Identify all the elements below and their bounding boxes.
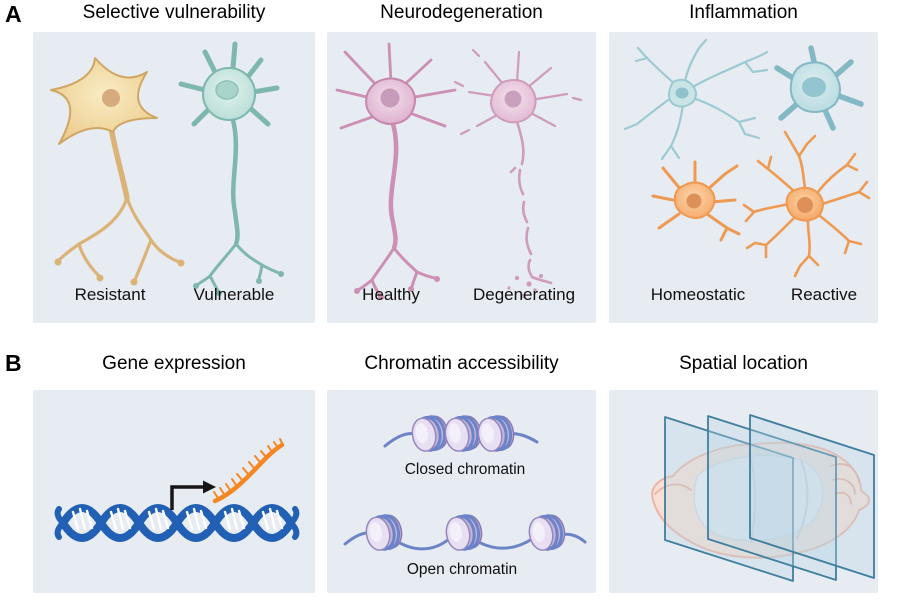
degenerating-neuron-icon <box>453 48 583 299</box>
label-degenerating: Degenerating <box>472 285 576 304</box>
panel-spatial-location <box>609 390 878 593</box>
healthy-neuron-icon <box>335 42 457 300</box>
open-chromatin-icon <box>343 511 587 554</box>
label-homeostatic: Homeostatic <box>650 285 746 304</box>
gene-expression-illustration <box>54 438 300 542</box>
section-a-letter: A <box>5 1 22 27</box>
panel-gene-expression <box>33 390 315 593</box>
title-selective-vulnerability: Selective vulnerability <box>82 2 266 23</box>
neurodegeneration-illustration <box>335 42 583 300</box>
reactive-cell-teal-icon <box>774 45 864 131</box>
selective-vulnerability-illustration <box>50 41 284 296</box>
resistant-neuron-icon <box>50 57 185 286</box>
closed-chromatin-icon <box>383 412 539 455</box>
title-neurodegeneration: Neurodegeneration <box>380 2 543 23</box>
reactive-microglia-orange-icon <box>742 130 871 278</box>
label-open-chromatin: Open chromatin <box>406 561 518 578</box>
vulnerable-neuron-icon <box>178 41 284 296</box>
transcription-arrow-icon <box>170 480 216 510</box>
label-healthy: Healthy <box>362 285 420 304</box>
rna-strand-icon <box>212 438 285 504</box>
section-planes-icon <box>664 414 875 582</box>
section-b-letter: B <box>5 350 22 376</box>
panel-neurodegeneration: Healthy Degenerating <box>327 32 596 323</box>
dna-helix-icon <box>54 504 300 542</box>
title-spatial-location: Spatial location <box>679 353 808 374</box>
spatial-location-illustration <box>651 414 875 582</box>
mouse-brain-icon <box>651 441 870 559</box>
label-resistant: Resistant <box>74 285 146 304</box>
label-vulnerable: Vulnerable <box>193 285 275 304</box>
homeostatic-microglia-orange-icon <box>651 160 741 242</box>
title-gene-expression: Gene expression <box>102 353 246 374</box>
inflammation-illustration <box>623 38 871 278</box>
title-inflammation: Inflammation <box>689 2 798 23</box>
label-reactive: Reactive <box>790 285 858 304</box>
panel-selective-vulnerability: Resistant Vulnerable <box>33 32 315 323</box>
panel-inflammation: Homeostatic Reactive <box>609 32 878 323</box>
title-chromatin-accessibility: Chromatin accessibility <box>364 353 559 374</box>
label-closed-chromatin: Closed chromatin <box>404 461 526 478</box>
chromatin-illustration <box>343 412 587 554</box>
panel-chromatin-accessibility: Closed chromatin Open chromatin <box>327 390 596 593</box>
homeostatic-microglia-teal-icon <box>623 38 769 161</box>
